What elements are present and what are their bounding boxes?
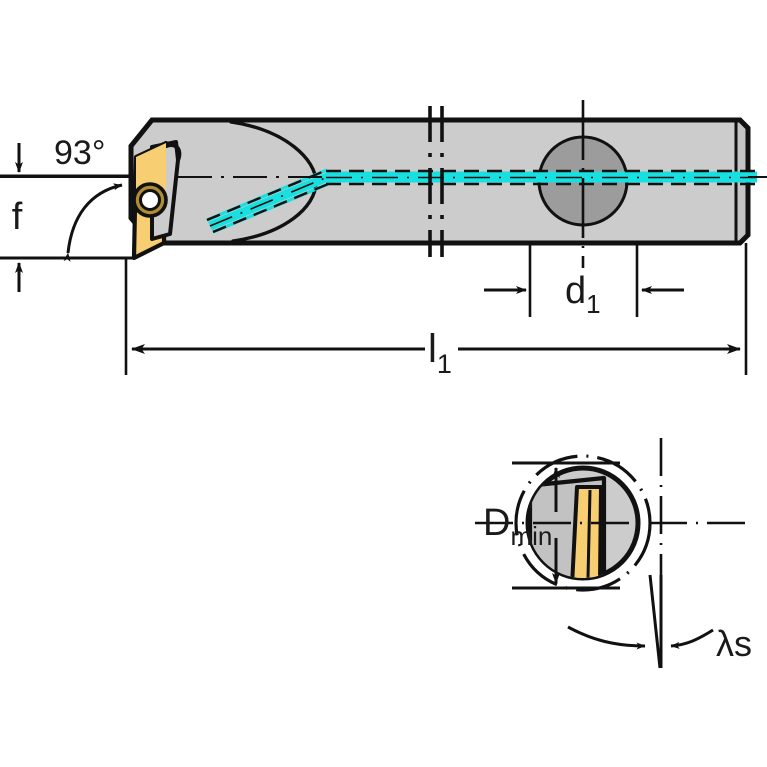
clamp-hook [163,142,182,163]
front-view-group: Dmin λs [475,438,752,669]
cutting-insert-group [131,140,182,261]
l1-label-main: l [428,327,437,371]
insert-top-facet [136,143,166,193]
insert-screw-inner [139,189,161,211]
d1-label: d1 [565,270,601,319]
bar-body-outline [128,117,751,246]
lead-angle-label: 93° [54,134,105,172]
lambda-s-arrow-right [670,628,714,649]
lambda-s-line-inclined [648,574,662,669]
front-cutting-insert [570,485,603,578]
break-symbol [428,106,444,257]
d1-dimension-group: d1 [484,100,684,319]
d1-label-sub: 1 [586,289,600,319]
dmin-label-main: D [483,502,510,544]
d1-label-main: d [565,270,586,312]
f-label: f [12,196,23,238]
lambda-s-group: λs [567,574,752,669]
lambda-s-arrow-left [567,625,646,650]
front-insert-edge [586,489,592,578]
lambda-s-label: λs [716,623,752,664]
l1-label: l1 [428,327,452,379]
lead-angle-group: 93° [54,134,123,262]
side-view-group: f 93° d1 [0,100,767,379]
dmin-label-sub: min [510,521,552,551]
dmin-label: Dmin [483,502,552,551]
coolant-channel-horizontal [326,169,757,186]
lead-angle-arc [63,183,123,262]
dmin-dimension-group: Dmin [483,461,620,590]
l1-dimension-group: l1 [124,243,748,379]
l1-label-sub: 1 [437,349,452,379]
coolant-channel-angled [206,168,334,234]
